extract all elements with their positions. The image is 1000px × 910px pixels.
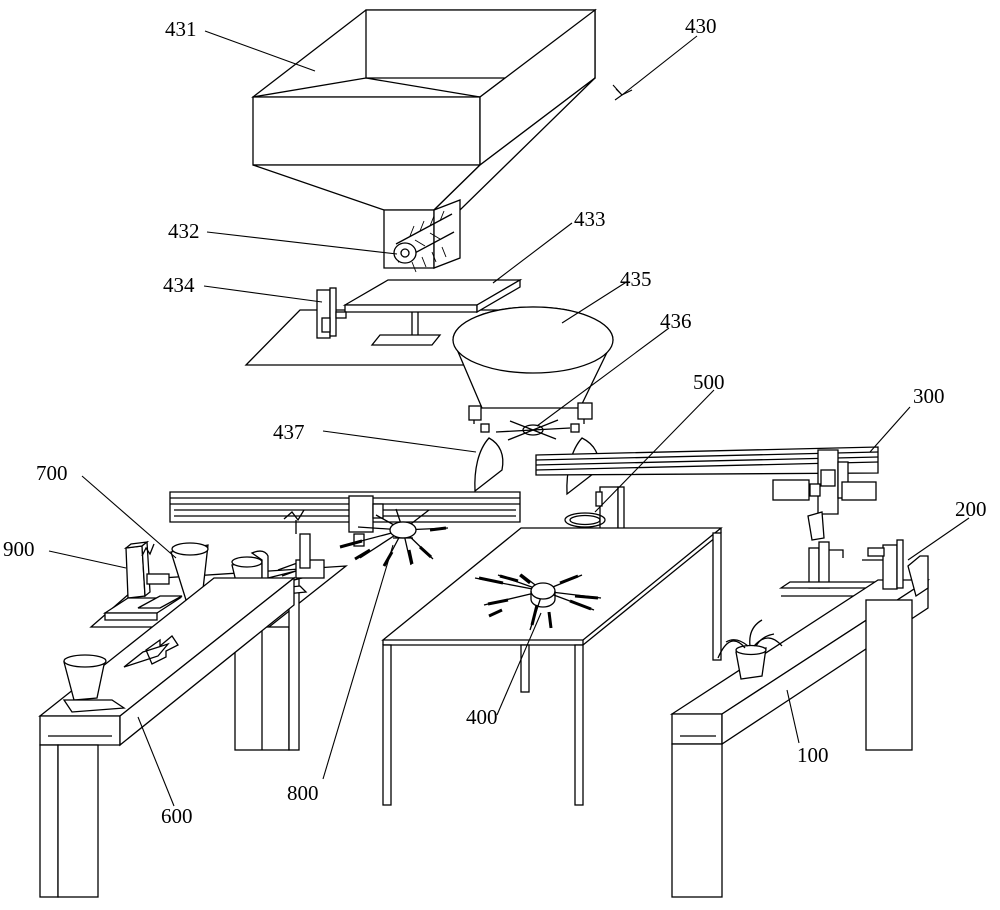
label-431: 431 — [165, 17, 197, 41]
callout-labels: 431 430 432 433 434 435 436 437 500 300 … — [3, 14, 987, 828]
funnel-435 — [452, 306, 614, 424]
label-437: 437 — [273, 420, 305, 444]
conveyor-600 — [38, 576, 296, 898]
label-900: 900 — [3, 537, 35, 561]
star-wheel-800 — [339, 508, 449, 567]
label-500: 500 — [693, 370, 725, 394]
rail-300 — [535, 446, 890, 597]
label-432: 432 — [168, 219, 200, 243]
label-433: 433 — [574, 207, 606, 231]
sensor-200 — [862, 539, 904, 590]
label-600: 600 — [161, 804, 193, 828]
label-430: 430 — [685, 14, 717, 38]
conveyor-100 — [669, 555, 931, 898]
unit-900 — [102, 540, 183, 621]
rail-left — [169, 491, 521, 547]
label-435: 435 — [620, 267, 652, 291]
leader-lines — [48, 30, 970, 807]
hopper-431 — [251, 8, 597, 269]
label-300: 300 — [913, 384, 945, 408]
spreader-436 — [468, 402, 593, 441]
table-400 — [381, 527, 723, 806]
brush-roller-432 — [393, 210, 455, 273]
potted-plant — [717, 619, 783, 680]
label-800: 800 — [287, 781, 319, 805]
label-100: 100 — [797, 743, 829, 767]
label-436: 436 — [660, 309, 692, 333]
label-700: 700 — [36, 461, 68, 485]
label-200: 200 — [955, 497, 987, 521]
label-400: 400 — [466, 705, 498, 729]
label-434: 434 — [163, 273, 195, 297]
